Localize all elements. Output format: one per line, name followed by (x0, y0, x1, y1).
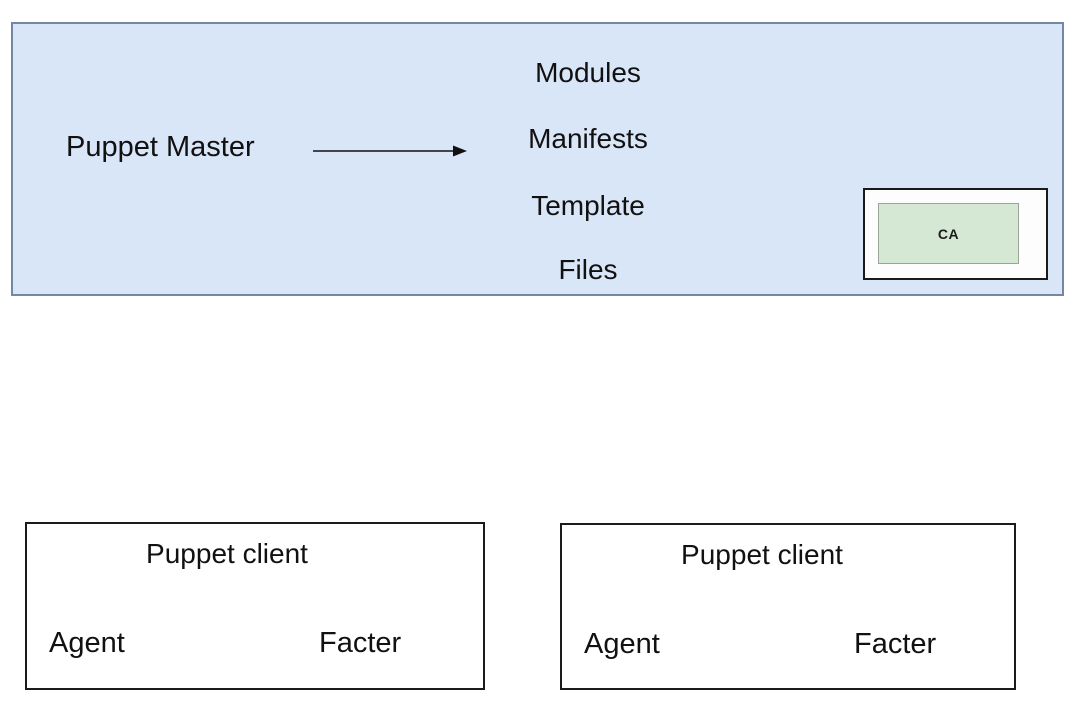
agent-label: Agent (584, 628, 660, 660)
puppet-client-box-right: Puppet client Agent Facter (560, 523, 1016, 690)
puppet-client-title: Puppet client (681, 539, 843, 570)
facter-label: Facter (319, 627, 402, 659)
ca-outer-box: CA (863, 188, 1048, 280)
ca-box: CA (878, 203, 1019, 264)
service-item-modules: Modules (535, 57, 641, 88)
puppet-client-title: Puppet client (146, 538, 308, 569)
puppet-client-box-left: Puppet client Agent Facter (25, 522, 485, 690)
arrow-right-icon (313, 145, 467, 157)
agent-label: Agent (49, 627, 125, 659)
puppet-master-box: Puppet Master Modules Manifests Template… (11, 22, 1064, 296)
puppet-master-label: Puppet Master (66, 131, 255, 163)
service-item-template: Template (531, 190, 645, 221)
service-item-manifests: Manifests (528, 123, 648, 154)
facter-label: Facter (854, 628, 937, 660)
service-item-files: Files (558, 254, 618, 285)
